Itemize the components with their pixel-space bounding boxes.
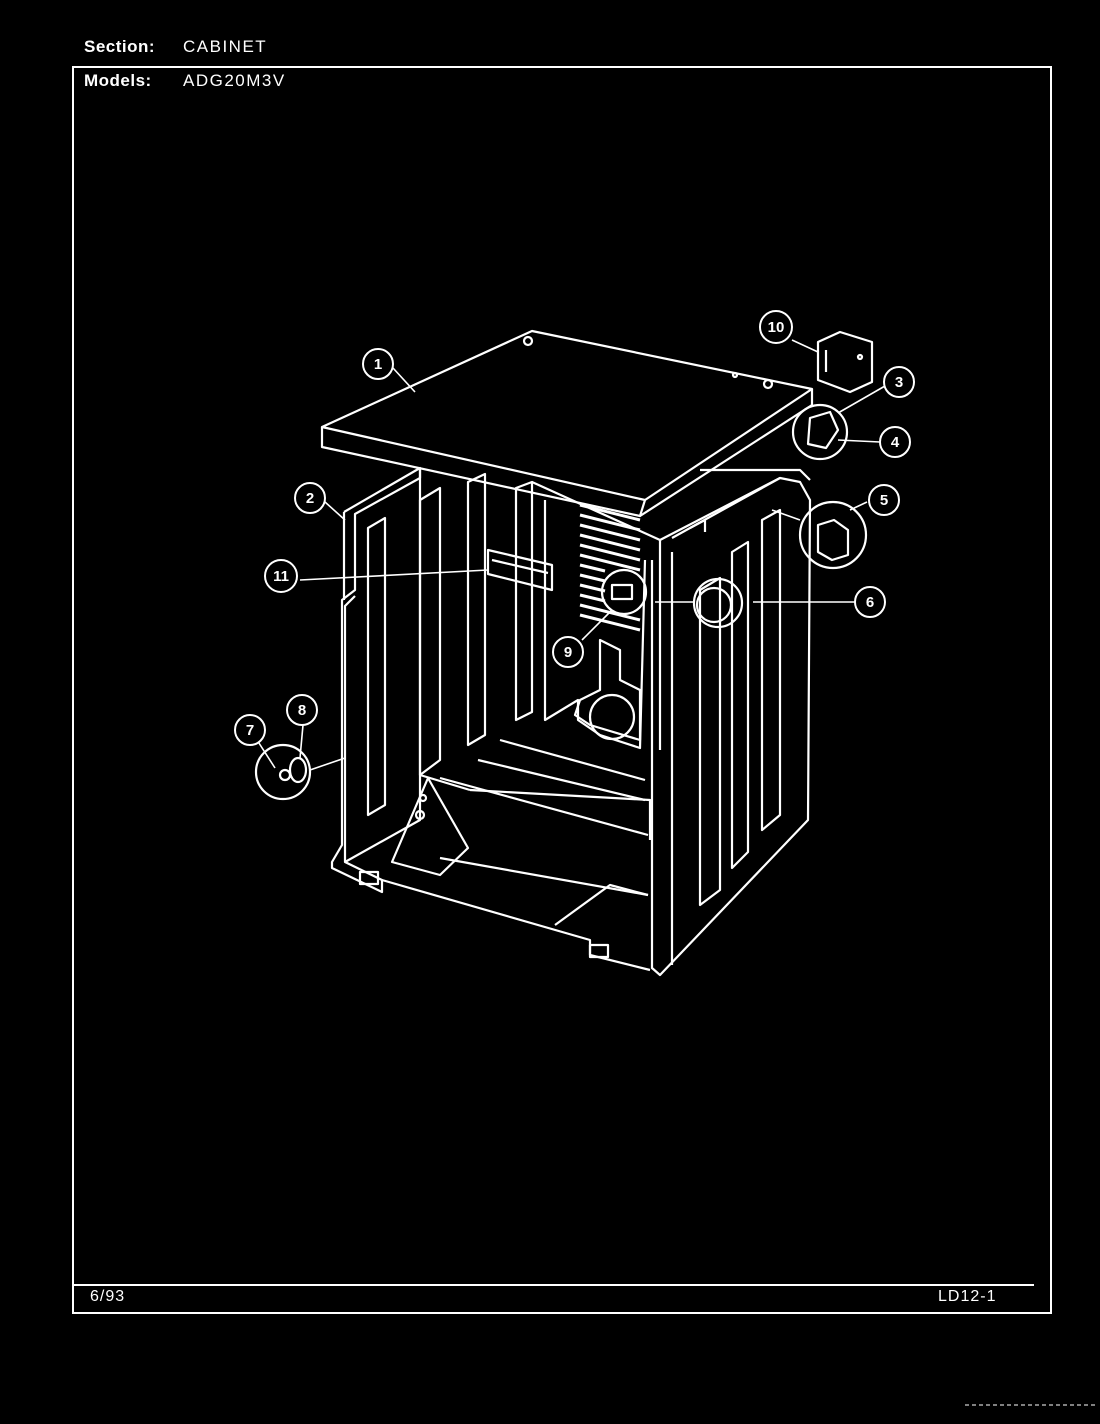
footer-divider xyxy=(72,1284,1034,1286)
callout-8: 8 xyxy=(286,694,318,726)
callout-4: 4 xyxy=(879,426,911,458)
part-6-vent xyxy=(692,577,744,629)
callout-11: 11 xyxy=(264,559,298,593)
svg-text:8: 8 xyxy=(298,702,306,719)
callout-3: 3 xyxy=(883,366,915,398)
models-value: ADG20M3V xyxy=(183,71,286,90)
section-value: CABINET xyxy=(183,37,268,56)
part-9-detail xyxy=(600,568,648,616)
svg-text:9: 9 xyxy=(564,644,572,661)
detail-circle-7-8 xyxy=(254,743,312,801)
svg-text:5: 5 xyxy=(880,492,888,509)
cabinet-body xyxy=(330,466,812,977)
svg-text:3: 3 xyxy=(895,374,903,391)
callout-9: 9 xyxy=(552,636,584,668)
footer-page-code: LD12-1 xyxy=(938,1288,997,1305)
top-panel xyxy=(320,329,814,518)
svg-text:4: 4 xyxy=(891,434,900,451)
part-10-bracket xyxy=(816,330,874,394)
svg-text:11: 11 xyxy=(273,568,289,585)
callout-6: 6 xyxy=(854,586,886,618)
footer-date: 6/93 xyxy=(90,1288,126,1305)
section-label: Section: xyxy=(84,37,156,56)
svg-text:6: 6 xyxy=(866,594,874,611)
detail-circle-3-4 xyxy=(791,403,849,461)
callout-5: 5 xyxy=(868,484,900,516)
part-11-bracket xyxy=(486,548,554,592)
callout-1: 1 xyxy=(362,348,394,380)
svg-text:1: 1 xyxy=(374,356,382,373)
svg-text:10: 10 xyxy=(768,319,785,336)
svg-text:2: 2 xyxy=(306,490,314,507)
callout-2: 2 xyxy=(294,482,326,514)
callout-10: 10 xyxy=(759,310,793,344)
models-label: Models: xyxy=(84,71,152,90)
svg-text:7: 7 xyxy=(246,722,254,739)
callout-7: 7 xyxy=(234,714,266,746)
detail-circle-5 xyxy=(798,500,868,570)
diagram-frame xyxy=(72,66,1052,1314)
